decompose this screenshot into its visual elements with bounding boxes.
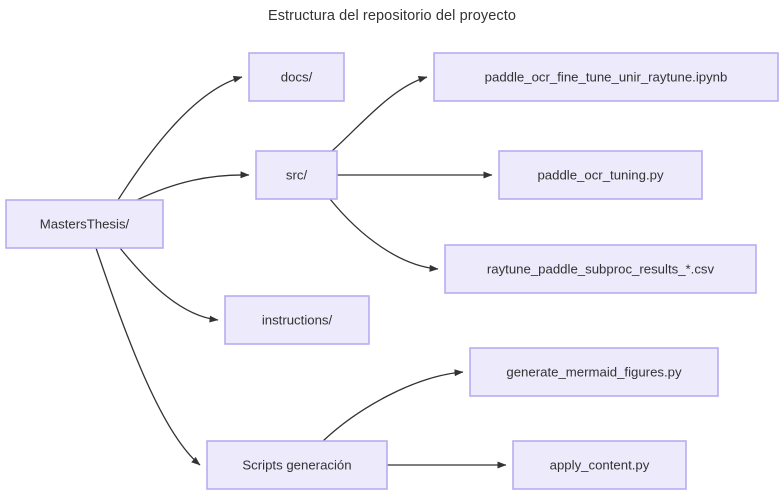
edge-root-instructions bbox=[119, 247, 219, 323]
node-apply[interactable]: apply_content.py bbox=[512, 440, 687, 490]
edge-src-notebook bbox=[331, 75, 428, 152]
nodes-layer: MastersThesis/docs/src/paddle_ocr_fine_t… bbox=[5, 52, 779, 490]
node-label-src: src/ bbox=[286, 167, 308, 182]
node-root[interactable]: MastersThesis/ bbox=[5, 199, 164, 249]
edge-src-results bbox=[329, 198, 439, 272]
node-label-results: raytune_paddle_subproc_results_*.csv bbox=[487, 261, 715, 276]
node-scripts[interactable]: Scripts generación bbox=[206, 440, 388, 490]
node-label-apply: apply_content.py bbox=[550, 457, 650, 472]
node-box-src[interactable] bbox=[255, 150, 338, 200]
node-box-root[interactable] bbox=[5, 199, 164, 249]
edge-root-scripts bbox=[95, 247, 201, 466]
node-label-figures: generate_mermaid_figures.py bbox=[506, 364, 682, 379]
node-label-instructions: instructions/ bbox=[262, 312, 333, 327]
node-label-root: MastersThesis/ bbox=[40, 216, 130, 231]
edge-root-src bbox=[136, 171, 250, 201]
node-label-notebook: paddle_ocr_fine_tune_unir_raytune.ipynb bbox=[485, 69, 728, 84]
page-title: Estructura del repositorio del proyecto bbox=[267, 8, 517, 24]
node-box-apply[interactable] bbox=[512, 440, 687, 490]
node-src[interactable]: src/ bbox=[255, 150, 338, 200]
node-label-tuning: paddle_ocr_tuning.py bbox=[537, 167, 664, 182]
node-results[interactable]: raytune_paddle_subproc_results_*.csv bbox=[444, 244, 757, 294]
node-label-docs: docs/ bbox=[281, 69, 313, 84]
node-figures[interactable]: generate_mermaid_figures.py bbox=[469, 347, 719, 397]
node-box-instructions[interactable] bbox=[224, 295, 370, 345]
node-notebook[interactable]: paddle_ocr_fine_tune_unir_raytune.ipynb bbox=[433, 52, 779, 102]
node-box-results[interactable] bbox=[444, 244, 757, 294]
node-label-scripts: Scripts generación bbox=[242, 457, 351, 472]
node-instructions[interactable]: instructions/ bbox=[224, 295, 370, 345]
edge-scripts-figures bbox=[322, 369, 464, 442]
edge-root-docs bbox=[117, 75, 243, 201]
node-box-notebook[interactable] bbox=[433, 52, 779, 102]
node-box-scripts[interactable] bbox=[206, 440, 388, 490]
node-box-docs[interactable] bbox=[248, 52, 345, 102]
node-box-figures[interactable] bbox=[469, 347, 719, 397]
node-tuning[interactable]: paddle_ocr_tuning.py bbox=[498, 150, 703, 200]
node-box-tuning[interactable] bbox=[498, 150, 703, 200]
edges-layer bbox=[95, 75, 507, 469]
node-docs[interactable]: docs/ bbox=[248, 52, 345, 102]
